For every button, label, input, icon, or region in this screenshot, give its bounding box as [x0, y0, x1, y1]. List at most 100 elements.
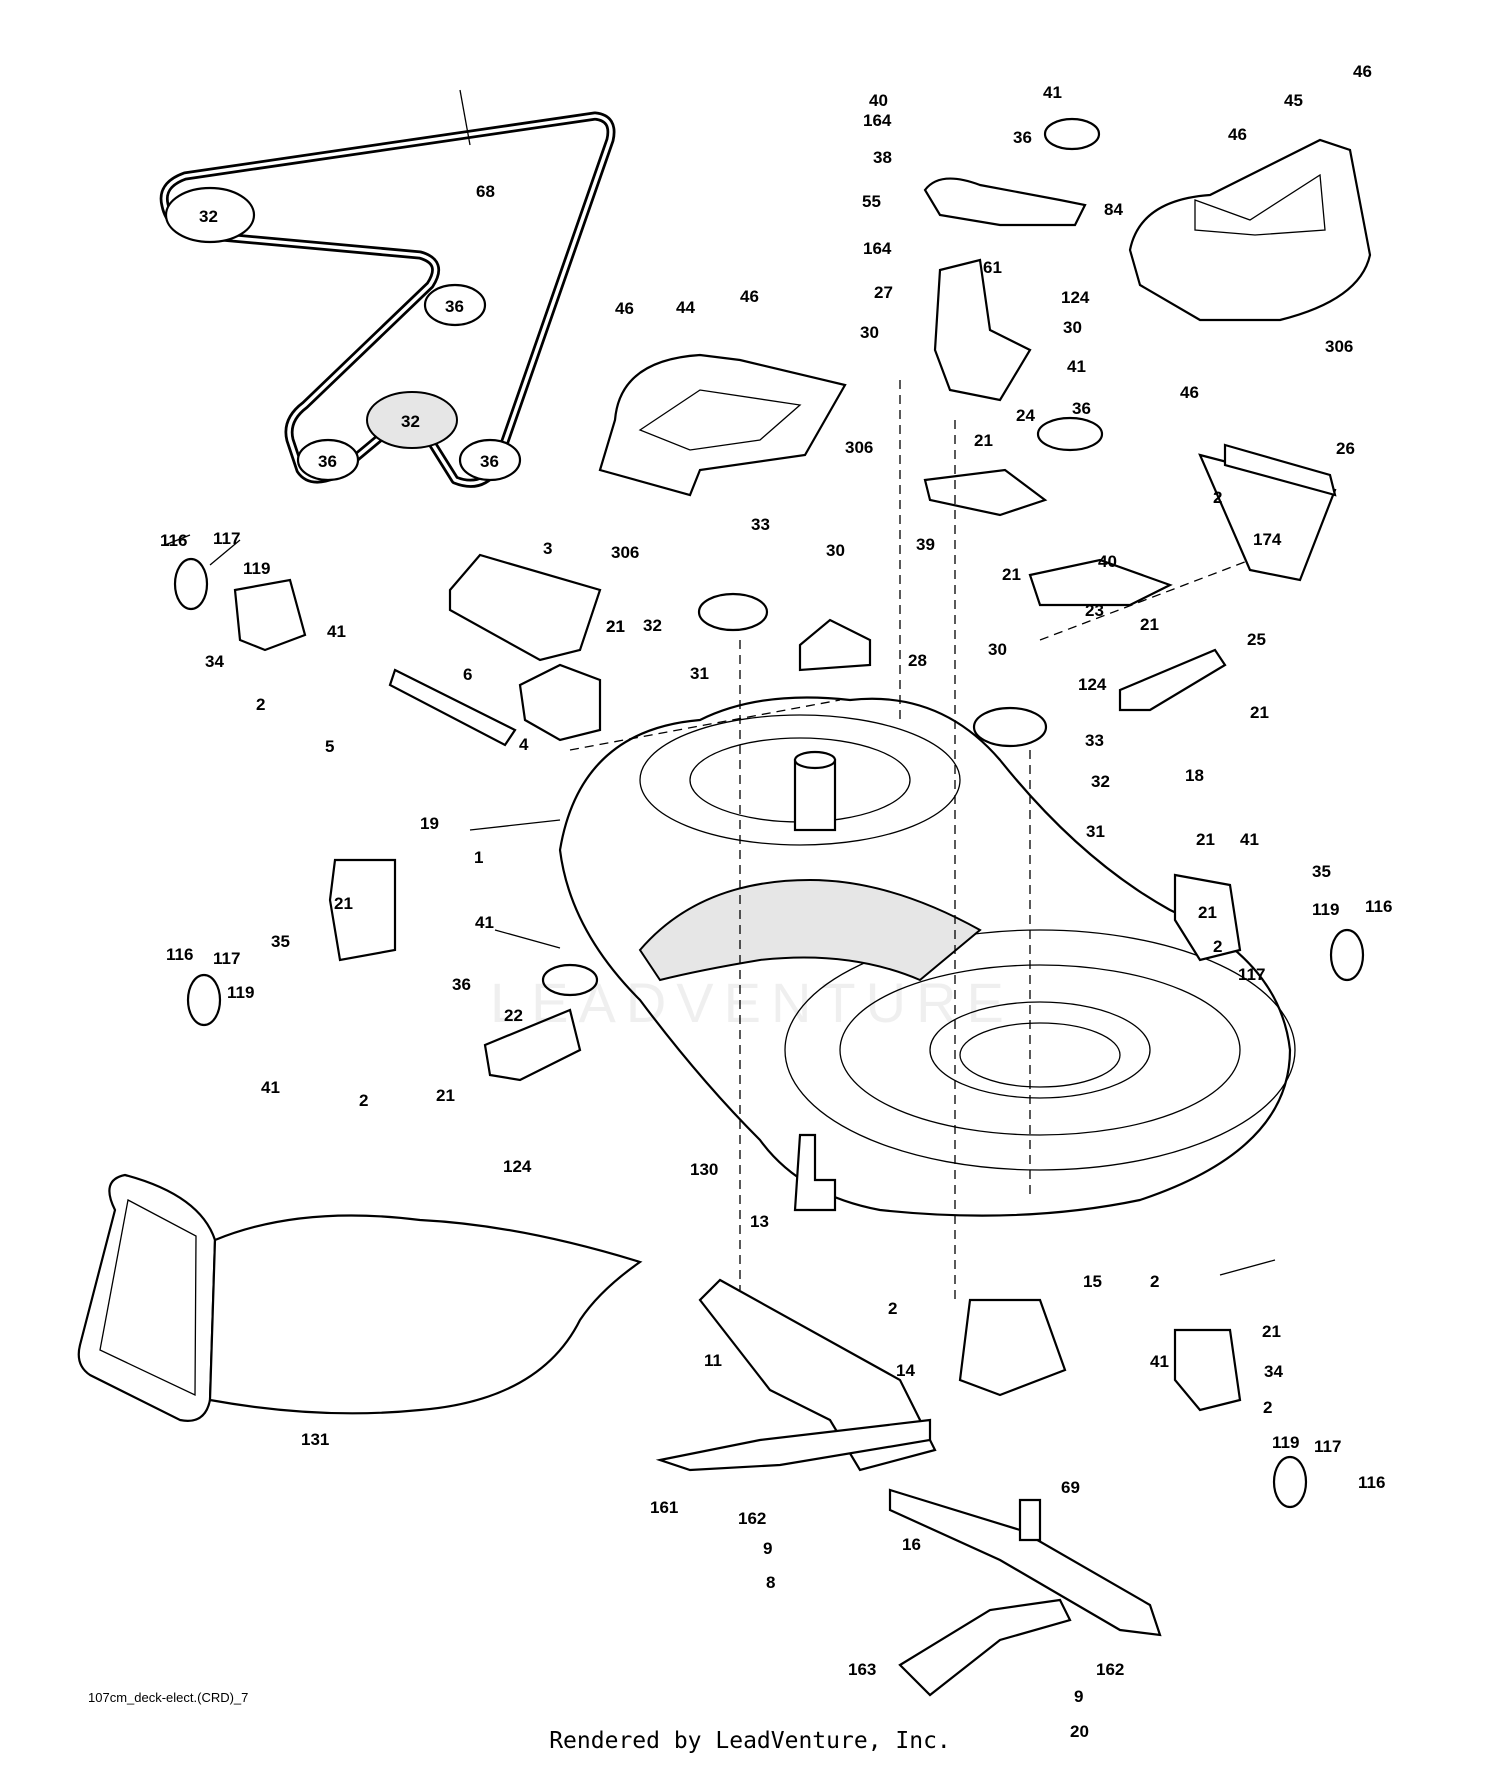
callout-30: 30: [988, 640, 1007, 659]
belt-pulley-32-top: [164, 186, 256, 244]
callout-21: 21: [1002, 565, 1021, 584]
callout-131: 131: [301, 1430, 329, 1449]
wheel-117-a: [173, 557, 209, 611]
callout-68: 68: [476, 182, 495, 201]
callout-39: 39: [916, 535, 935, 554]
callout-117: 117: [1238, 965, 1265, 984]
brackets: [233, 177, 1337, 1542]
callout-45: 45: [1284, 91, 1303, 110]
callout-18: 18: [1185, 766, 1204, 785]
callout-119: 119: [1272, 1433, 1299, 1452]
callout-15: 15: [1083, 1272, 1102, 1291]
callout-21: 21: [1196, 830, 1215, 849]
callouts: 40 164 38 55 164 27 30 30 41 36 84 61 12…: [160, 62, 1392, 1741]
callout-27: 27: [874, 283, 893, 302]
pulley-36-top: [1043, 117, 1101, 151]
belt-pulley-36-left: [296, 438, 360, 482]
wheel-117-d: [1272, 1455, 1308, 1509]
callout-2: 2: [1213, 937, 1222, 956]
callout-35: 35: [271, 932, 290, 951]
callout-34: 34: [205, 652, 224, 671]
callout-84: 84: [1104, 200, 1123, 219]
callout-163: 163: [848, 1660, 876, 1679]
callout-25: 25: [1247, 630, 1266, 649]
callout-3: 3: [543, 539, 552, 558]
pulley-32-right: [972, 706, 1048, 748]
callout-124: 124: [1061, 288, 1090, 307]
belt-label-36a: 36: [445, 297, 464, 316]
callout-36: 36: [1013, 128, 1032, 147]
callout-41: 41: [1240, 830, 1259, 849]
callout-13: 13: [750, 1212, 769, 1231]
callout-22: 22: [504, 1006, 523, 1025]
callout-19: 19: [420, 814, 439, 833]
callout-116: 116: [1358, 1473, 1385, 1492]
callout-5: 5: [325, 737, 334, 756]
callout-14: 14: [896, 1361, 915, 1380]
callout-119: 119: [243, 559, 270, 578]
callout-116: 116: [160, 531, 187, 550]
callout-2: 2: [1150, 1272, 1159, 1291]
callout-38: 38: [873, 148, 892, 167]
callout-21: 21: [1140, 615, 1159, 634]
callout-30: 30: [1063, 318, 1082, 337]
callout-32: 32: [1091, 772, 1110, 791]
callout-40: 40: [1098, 552, 1117, 571]
callout-41: 41: [1150, 1352, 1169, 1371]
callout-2: 2: [888, 1299, 897, 1318]
callout-8: 8: [766, 1573, 775, 1592]
callout-21: 21: [1262, 1322, 1281, 1341]
belt-cover-44: [598, 353, 847, 497]
belt-cover-45: [1128, 138, 1372, 322]
callout-21: 21: [436, 1086, 455, 1105]
callout-21: 21: [606, 617, 625, 636]
callout-161: 161: [650, 1498, 678, 1517]
callout-46: 46: [740, 287, 759, 306]
belt-pulley-32-low: [366, 391, 458, 449]
callout-46: 46: [1353, 62, 1372, 81]
callout-46: 46: [1228, 125, 1247, 144]
callout-11: 11: [704, 1351, 722, 1370]
callout-23: 23: [1085, 601, 1104, 620]
callout-116: 116: [1365, 897, 1392, 916]
callout-2: 2: [256, 695, 265, 714]
callout-61: 61: [983, 258, 1002, 277]
callout-117: 117: [213, 949, 240, 968]
callout-119: 119: [1312, 900, 1339, 919]
belt-label-32a: 32: [199, 207, 218, 226]
callout-117: 117: [1314, 1437, 1341, 1456]
callout-16: 16: [902, 1535, 921, 1554]
callout-119: 119: [227, 983, 254, 1002]
callout-124: 124: [1078, 675, 1107, 694]
callout-69: 69: [1061, 1478, 1080, 1497]
discharge-chute-131: [77, 1173, 643, 1422]
callout-174: 174: [1253, 530, 1282, 549]
callout-162: 162: [738, 1509, 766, 1528]
callout-34: 34: [1264, 1362, 1283, 1381]
callout-4: 4: [519, 735, 529, 754]
callout-26: 26: [1336, 439, 1355, 458]
wheel-117-c: [1329, 928, 1365, 982]
callout-30: 30: [860, 323, 879, 342]
callout-306: 306: [1325, 337, 1353, 356]
callout-32: 32: [643, 616, 662, 635]
pulley-36-right: [1036, 416, 1104, 452]
callout-24: 24: [1016, 406, 1035, 425]
callout-36: 36: [452, 975, 471, 994]
callout-31: 31: [1086, 822, 1105, 841]
callout-20: 20: [1070, 1722, 1089, 1741]
diagram-reference: 107cm_deck-elect.(CRD)_7: [88, 1690, 249, 1705]
callout-117: 117: [213, 529, 240, 548]
watermark: LEADVENTURE: [490, 971, 1014, 1034]
callout-2: 2: [359, 1091, 368, 1110]
belt-label-32b: 32: [401, 412, 420, 431]
callout-21: 21: [334, 894, 353, 913]
callout-41: 41: [327, 622, 346, 641]
callout-55: 55: [862, 192, 881, 211]
callout-9: 9: [763, 1539, 772, 1558]
callout-21: 21: [606, 617, 625, 636]
callout-46: 46: [1180, 383, 1199, 402]
callout-21: 21: [974, 431, 993, 450]
callout-44: 44: [676, 298, 695, 317]
